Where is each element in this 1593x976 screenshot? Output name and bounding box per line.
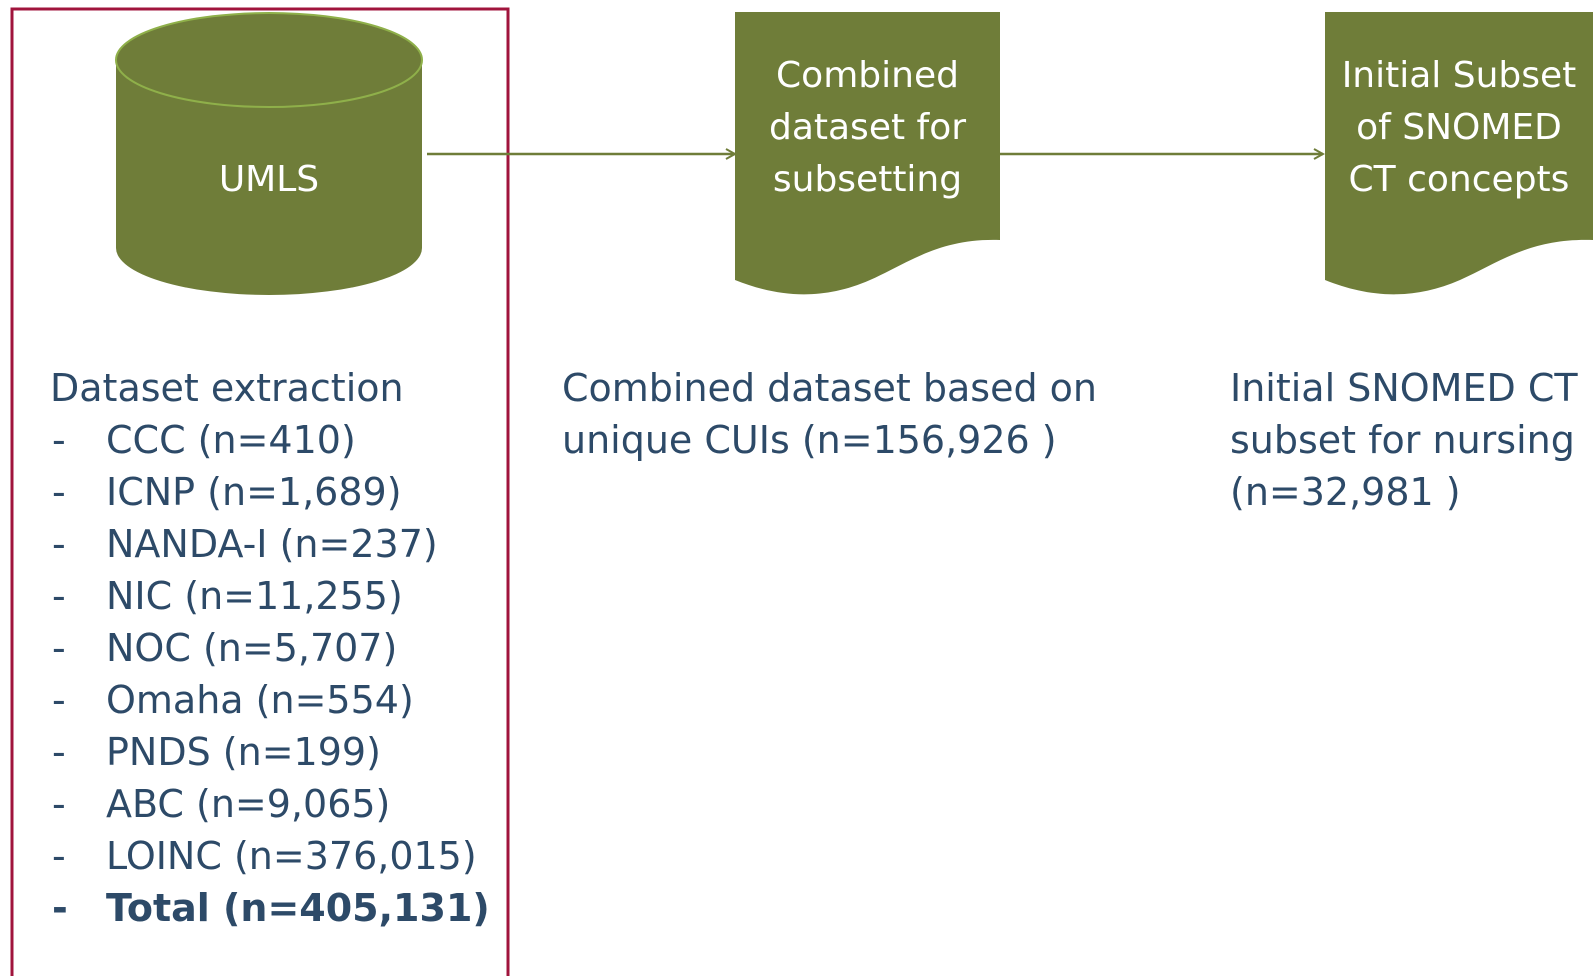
source-list-item: -NOC (n=5,707) [50,622,500,674]
list-bullet: - [52,574,66,618]
source-list-item: -LOINC (n=376,015) [50,830,500,882]
source-list-item: -ABC (n=9,065) [50,778,500,830]
list-bullet: - [52,626,66,670]
source-label: Omaha (n=554) [106,678,414,722]
extraction-list: Dataset extraction -CCC (n=410)-ICNP (n=… [50,362,500,934]
source-list-item: -Total (n=405,131) [50,882,500,934]
combined-document-shape [735,12,1000,295]
source-list-item: -Omaha (n=554) [50,674,500,726]
source-label: ICNP (n=1,689) [106,470,402,514]
combined-label: Combined dataset for subsetting [768,55,967,200]
extraction-frame [10,7,510,976]
initial-subset-label: Initial Subset of SNOMED CT concepts [1341,55,1577,200]
list-bullet: - [52,418,66,462]
list-bullet: - [52,886,68,930]
subset-document-shape [1325,12,1593,295]
source-label: NOC (n=5,707) [106,626,398,670]
source-list-item: -ICNP (n=1,689) [50,466,500,518]
subset-caption: Initial SNOMED CT subset for nursing (n=… [1230,366,1578,514]
source-label: LOINC (n=376,015) [106,834,477,878]
umls-database-cylinder [115,12,423,295]
source-list: -CCC (n=410)-ICNP (n=1,689)-NANDA-I (n=2… [50,414,500,934]
umls-label: UMLS [218,159,320,200]
source-label: Total (n=405,131) [106,886,490,930]
list-bullet: - [52,730,66,774]
source-list-item: -NANDA-I (n=237) [50,518,500,570]
source-label: PNDS (n=199) [106,730,381,774]
source-list-item: -NIC (n=11,255) [50,570,500,622]
source-label: NIC (n=11,255) [106,574,403,618]
source-list-item: -CCC (n=410) [50,414,500,466]
list-bullet: - [52,522,66,566]
list-bullet: - [52,470,66,514]
list-bullet: - [52,782,66,826]
list-bullet: - [52,678,66,722]
extraction-heading: Dataset extraction [50,366,404,410]
source-list-item: -PNDS (n=199) [50,726,500,778]
combined-caption: Combined dataset based on unique CUIs (n… [562,366,1098,462]
source-label: NANDA-I (n=237) [106,522,438,566]
list-bullet: - [52,834,66,878]
source-label: ABC (n=9,065) [106,782,391,826]
source-label: CCC (n=410) [106,418,356,462]
